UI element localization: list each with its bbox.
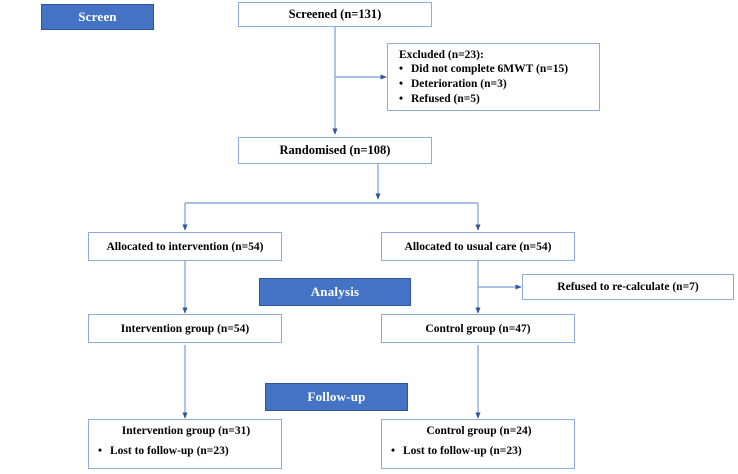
bullet-icon: • [391, 445, 396, 457]
node-allocated-intervention-label: Allocated to intervention (n=54) [106, 240, 264, 253]
node-intervention-followup-label: Intervention group (n=31) [121, 425, 251, 437]
stage-banner-followup: Follow-up [265, 383, 408, 411]
node-control-analysis: Control group (n=47) [381, 314, 575, 343]
node-intervention-followup: Intervention group (n=31) • Lost to foll… [88, 419, 282, 469]
list-item: • Did not complete 6MWT (n=15) [398, 62, 591, 77]
node-refused-recalculate-label: Refused to re-calculate (n=7) [557, 281, 699, 293]
node-allocated-intervention: Allocated to intervention (n=54) [88, 232, 282, 261]
node-intervention-followup-list: • Lost to follow-up (n=23) [97, 444, 275, 459]
bullet-icon: • [399, 63, 404, 75]
stage-banner-screen: Screen [41, 4, 154, 30]
bullet-icon: • [399, 93, 404, 106]
list-item: • Lost to follow-up (n=23) [390, 444, 568, 459]
list-item-label: Refused (n=5) [411, 93, 480, 106]
list-item-label: Did not complete 6MWT (n=15) [411, 63, 569, 75]
list-item: • Refused (n=5) [398, 92, 591, 107]
node-randomised-label: Randomised (n=108) [279, 143, 391, 157]
node-allocated-usual-care: Allocated to usual care (n=54) [381, 232, 575, 261]
node-allocated-usual-care-label: Allocated to usual care (n=54) [404, 240, 552, 253]
list-item-label: Deterioration (n=3) [411, 78, 507, 91]
node-excluded-heading: Excluded (n=23): [399, 49, 484, 61]
node-control-analysis-label: Control group (n=47) [425, 322, 531, 335]
node-screened: Screened (n=131) [238, 2, 432, 27]
node-screened-label: Screened (n=131) [288, 7, 382, 21]
stage-banner-screen-label: Screen [78, 9, 117, 24]
node-control-followup-list: • Lost to follow-up (n=23) [390, 444, 568, 459]
node-intervention-analysis: Intervention group (n=54) [88, 314, 282, 343]
stage-banner-analysis: Analysis [259, 278, 411, 306]
stage-banner-analysis-label: Analysis [310, 284, 360, 299]
bullet-icon: • [98, 445, 103, 457]
node-control-followup: Control group (n=24) • Lost to follow-up… [381, 419, 575, 469]
node-excluded-list: • Did not complete 6MWT (n=15) • Deterio… [398, 62, 591, 108]
list-item: • Deterioration (n=3) [398, 77, 591, 92]
list-item-label: Lost to follow-up (n=23) [110, 445, 229, 457]
stage-banner-followup-label: Follow-up [307, 389, 366, 404]
node-control-followup-label: Control group (n=24) [426, 425, 532, 437]
list-item-label: Lost to follow-up (n=23) [403, 445, 522, 457]
node-randomised: Randomised (n=108) [238, 137, 432, 164]
node-excluded: Excluded (n=23): • Did not complete 6MWT… [387, 43, 600, 111]
bullet-icon: • [399, 78, 404, 91]
list-item: • Lost to follow-up (n=23) [97, 444, 275, 459]
node-refused-recalculate: Refused to re-calculate (n=7) [522, 274, 734, 300]
node-intervention-analysis-label: Intervention group (n=54) [120, 322, 250, 335]
